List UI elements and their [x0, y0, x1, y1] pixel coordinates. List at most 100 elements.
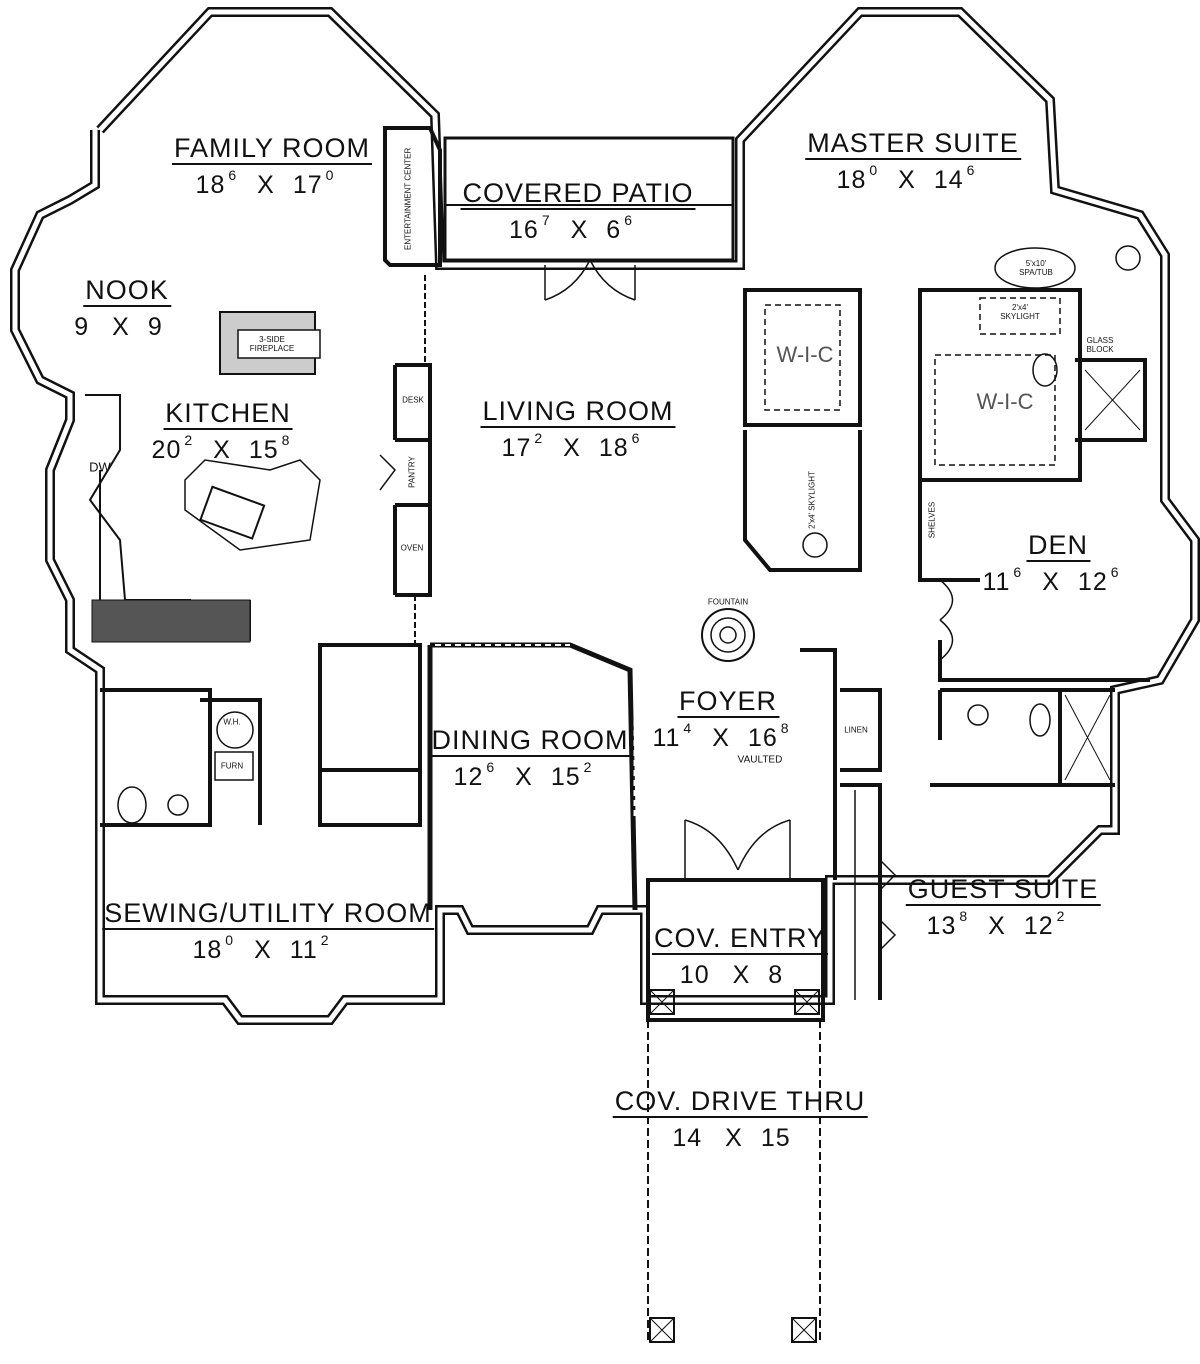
room-length-feet: 12 — [1077, 568, 1108, 596]
dimension-separator: X — [563, 434, 581, 462]
room-length-feet: 15 — [760, 1124, 791, 1152]
room-name: SEWING/UTILITY ROOM — [102, 898, 434, 930]
room-length-inches: 8 — [281, 432, 291, 448]
room-width-inches: 2 — [534, 430, 544, 446]
room-length-inches: 6 — [966, 162, 976, 178]
room-name: NOOK — [83, 275, 171, 307]
water-heater-label: W.H. — [223, 717, 241, 727]
room-length-inches: 8 — [780, 720, 790, 736]
room-length-inches: 6 — [631, 430, 641, 446]
vaulted-label: VAULTED — [737, 754, 783, 766]
room-length-feet: 18 — [598, 434, 629, 462]
dimension-separator: X — [725, 1124, 743, 1152]
fountain-icon — [701, 608, 755, 662]
room-length-inches: 2 — [1056, 908, 1066, 924]
room-width-feet: 18 — [195, 171, 226, 199]
dimension-separator: X — [213, 436, 231, 464]
room-name: MASTER SUITE — [805, 128, 1021, 160]
dimension-separator: X — [112, 313, 130, 341]
patio-outline — [443, 136, 735, 262]
room-name: FAMILY ROOM — [171, 133, 373, 165]
closet-label: W-I-C — [776, 342, 834, 367]
shelves-label: SHELVES — [927, 501, 937, 539]
dimension-separator: X — [1042, 568, 1060, 596]
room-width-inches: 4 — [683, 720, 693, 736]
dimension-separator: X — [257, 171, 275, 199]
room-length-feet: 17 — [292, 171, 323, 199]
room-length-feet: 15 — [550, 763, 581, 791]
room-width-feet: 9 — [74, 313, 90, 341]
room-length-inches: 6 — [624, 212, 633, 228]
room-length-feet: 11 — [289, 936, 318, 964]
entertainment-center-label: ENTERTAINMENT CENTER — [403, 147, 413, 250]
dimension-separator: X — [988, 912, 1006, 940]
room-width-feet: 18 — [836, 166, 867, 194]
desk-label: DESK — [402, 395, 424, 405]
room-dimensions: 14 X 15 — [613, 1124, 868, 1153]
room-name: GUEST SUITE — [905, 874, 1101, 906]
room-length-feet: 6 — [606, 216, 622, 244]
room-width-feet: 11 — [652, 724, 681, 752]
dimension-separator: X — [732, 961, 751, 989]
room-width-inches: 6 — [1013, 564, 1023, 580]
skylight-label: 2'x4' SKYLIGHT — [1000, 303, 1040, 321]
room-name: KITCHEN — [163, 398, 293, 430]
room-width-inches: 6 — [486, 759, 496, 775]
room-width-inches: 6 — [228, 167, 238, 183]
room-length-inches: 6 — [1110, 564, 1120, 580]
room-length-feet: 12 — [1023, 912, 1054, 940]
room-width-feet: 17 — [501, 434, 532, 462]
room-width-feet: 12 — [453, 763, 484, 791]
room-width-feet: 20 — [151, 436, 182, 464]
room-width-feet: 16 — [509, 216, 539, 244]
dimension-separator: X — [570, 216, 589, 244]
glass-block-label: GLASS BLOCK — [1086, 336, 1114, 354]
oven-label: OVEN — [400, 543, 424, 553]
room-width-inches: 0 — [869, 162, 879, 178]
room-length-inches: 2 — [583, 759, 593, 775]
room-width-feet: 14 — [672, 1124, 703, 1152]
room-width-inches: 2 — [184, 432, 194, 448]
fireplace-label: 3-SIDE FIREPLACE — [249, 335, 295, 353]
room-length-feet: 14 — [933, 166, 964, 194]
room-length-feet: 15 — [248, 436, 279, 464]
room-name: FOYER — [676, 686, 780, 718]
room-width-inches: 0 — [225, 932, 235, 948]
room-width-inches: 8 — [959, 908, 969, 924]
room-width-inches: 7 — [541, 212, 551, 228]
furnace-label: FURN — [220, 761, 244, 771]
room-length-inches: 2 — [320, 932, 330, 948]
room-width-feet: 13 — [926, 912, 957, 940]
closet-label: W-I-C — [976, 389, 1034, 414]
linen-label: LINEN — [844, 725, 868, 735]
pantry-label: PANTRY — [407, 456, 417, 488]
room-length-feet: 9 — [147, 313, 163, 341]
spa-tub-label: 5'x10' SPA/TUB — [1019, 259, 1053, 277]
room-length-feet: 8 — [768, 961, 784, 989]
dimension-separator: X — [898, 166, 916, 194]
room-name: COV. ENTRY — [651, 923, 829, 955]
dimension-separator: X — [712, 724, 730, 752]
